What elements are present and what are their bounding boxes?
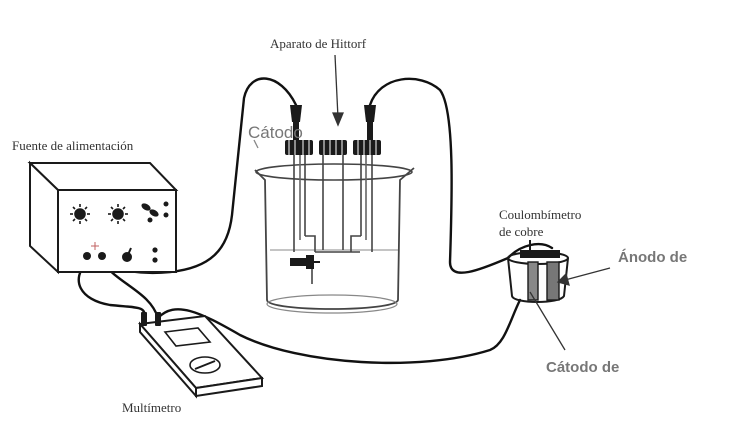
multimeter-jack-2 bbox=[155, 312, 161, 326]
beaker-bottom bbox=[266, 294, 398, 314]
beaker-rim bbox=[255, 163, 413, 181]
label-anode: Ánodo de bbox=[618, 249, 687, 266]
left-electrode-tube bbox=[293, 150, 316, 252]
pointer-arrows bbox=[253, 54, 611, 351]
wire-right-electrode-to-coulometer bbox=[368, 77, 510, 274]
wire-multimeter-to-coulometer bbox=[156, 298, 522, 365]
left-stopper bbox=[285, 140, 313, 155]
multimeter-display bbox=[163, 327, 212, 347]
label-coulometer-line2: de cobre bbox=[499, 224, 544, 239]
multimeter-jack-1 bbox=[141, 312, 147, 326]
power-led-2 bbox=[152, 257, 158, 263]
label-coulometer-line1: Coulombímetro bbox=[499, 207, 581, 222]
arrow-icon bbox=[253, 139, 259, 149]
power-switch bbox=[122, 247, 132, 262]
copper-coulometer bbox=[507, 240, 569, 303]
label-apparatus: Aparato de Hittorf bbox=[270, 36, 367, 51]
arrow-icon bbox=[332, 112, 344, 127]
arrow-icon bbox=[556, 272, 570, 286]
power-terminal-2 bbox=[98, 252, 106, 260]
arrow-icon bbox=[529, 291, 566, 351]
beaker bbox=[254, 167, 415, 310]
middle-stopper bbox=[319, 140, 347, 155]
power-terminal-1 bbox=[83, 252, 91, 260]
wire-supply-to-multimeter-a bbox=[77, 260, 147, 320]
power-led-1 bbox=[152, 247, 158, 253]
right-electrode-clip bbox=[364, 105, 376, 140]
power-supply-indicators bbox=[141, 201, 169, 223]
right-electrode-tube bbox=[350, 150, 373, 252]
stopcock bbox=[290, 255, 320, 284]
hittorf-apparatus bbox=[254, 105, 415, 314]
power-supply-front bbox=[57, 189, 177, 273]
sun-knob-icon bbox=[108, 204, 128, 224]
label-cathode: Cátodo bbox=[248, 123, 303, 142]
arrow-icon bbox=[334, 54, 339, 119]
arrow-icon bbox=[564, 267, 611, 281]
coulometer-cathode-plate bbox=[527, 261, 539, 301]
left-electrode-clip bbox=[290, 105, 302, 140]
sun-knob-icon bbox=[70, 204, 90, 224]
coulometer-beaker bbox=[507, 257, 569, 303]
coulometer-holder bbox=[520, 250, 560, 258]
power-supply bbox=[27, 160, 179, 275]
coulometer-anode-plate bbox=[546, 261, 560, 301]
right-stopper bbox=[353, 140, 381, 155]
label-multimeter: Multímetro bbox=[122, 400, 181, 415]
label-cathode-copper: Cátodo de bbox=[546, 359, 619, 376]
label-power-supply: Fuente de alimentación bbox=[12, 138, 134, 153]
multimeter bbox=[138, 312, 265, 399]
middle-tube bbox=[315, 150, 360, 253]
multimeter-dial-pointer bbox=[194, 360, 216, 370]
multimeter-body-front bbox=[195, 376, 263, 398]
